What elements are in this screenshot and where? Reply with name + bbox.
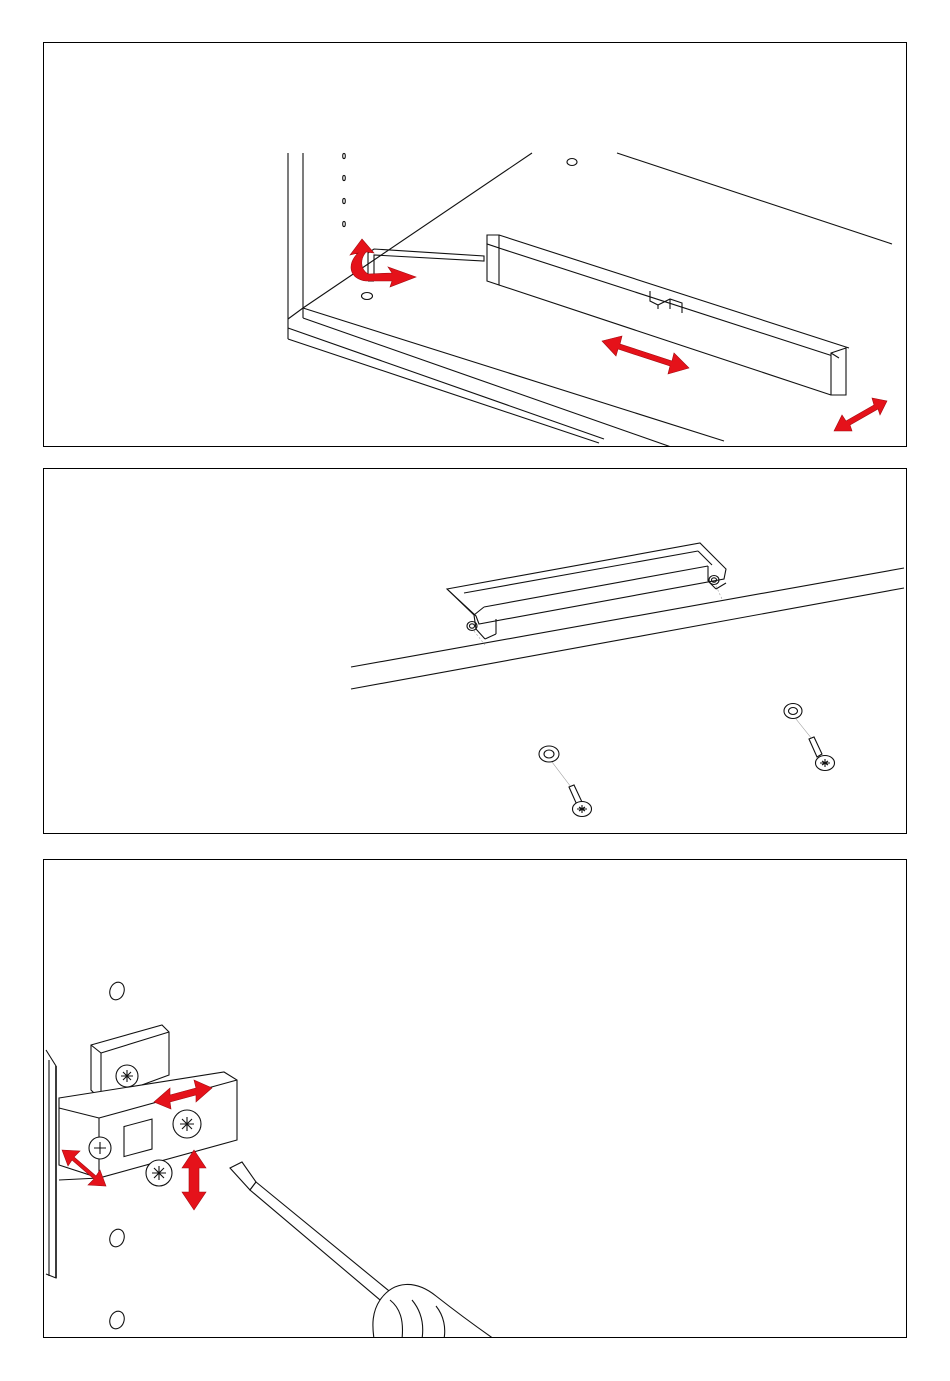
slide-arrow xyxy=(602,336,689,374)
drawer-adjust-illustration xyxy=(44,43,907,447)
door-edge xyxy=(46,1050,56,1278)
screw xyxy=(539,746,592,817)
cabinet-bottom-panel xyxy=(288,153,892,447)
shelf-pin-holes xyxy=(343,153,346,226)
rotate-arrow xyxy=(350,239,416,287)
step-panel-adjust-hinge xyxy=(43,859,907,1338)
hinge-adjust-illustration xyxy=(44,860,907,1338)
screwdriver-tool xyxy=(230,1162,494,1338)
handle xyxy=(447,543,726,645)
screw xyxy=(784,704,835,771)
cabinet-side-panel xyxy=(288,153,303,319)
step-panel-adjust-drawer-front xyxy=(43,42,907,447)
vertical-arrow xyxy=(182,1150,206,1210)
handle-mount-illustration xyxy=(44,469,907,834)
drawer-runner xyxy=(487,235,849,395)
step-panel-mount-handle xyxy=(43,468,907,834)
depth-arrow xyxy=(834,398,887,431)
